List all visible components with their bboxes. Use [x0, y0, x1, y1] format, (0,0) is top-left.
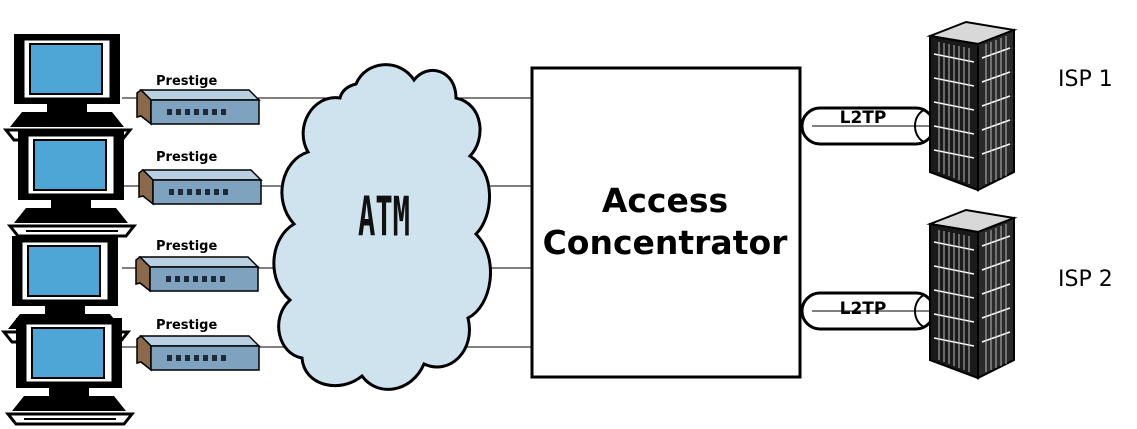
network-label: ATM [358, 187, 410, 249]
modem-3-icon [135, 256, 259, 292]
isp-label: ISP 2 [1058, 267, 1113, 292]
device-label: Prestige [156, 74, 217, 89]
l2tp-tunnel-2: L2TP [800, 291, 936, 331]
computer-2-icon [8, 128, 136, 238]
tunnel-label: L2TP [840, 108, 887, 128]
atm-cloud [272, 63, 492, 391]
l2tp-tunnel-1: L2TP [800, 106, 936, 146]
isp-label: ISP 1 [1058, 67, 1113, 92]
device-label: Prestige [156, 239, 217, 254]
computer-1-icon [4, 32, 132, 142]
device-label: Prestige [156, 318, 217, 333]
concentrator-label-line1: Access [602, 181, 728, 220]
isp-2-building-icon [929, 209, 1015, 379]
isp-1-building-icon [929, 21, 1015, 191]
modem-2-icon [138, 169, 262, 205]
computer-4-icon [6, 316, 134, 426]
tunnel-label: L2TP [840, 299, 887, 319]
modem-4-icon [136, 335, 260, 371]
access-concentrator-box [530, 66, 802, 379]
modem-1-icon [136, 89, 260, 125]
concentrator-label-line2: Concentrator [543, 223, 789, 262]
device-label: Prestige [156, 150, 217, 165]
